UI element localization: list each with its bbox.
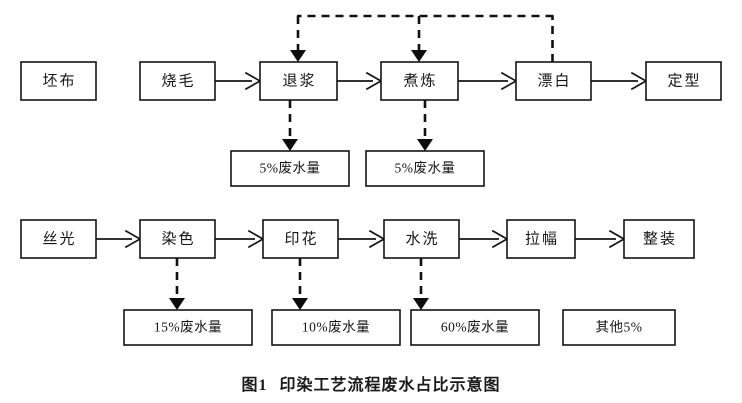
figure-caption-title: 印染工艺流程废水占比示意图 (279, 377, 501, 394)
waste-other[interactable]: 其他5% (562, 309, 676, 346)
waste-shuixi-label: 60%废水量 (441, 320, 509, 335)
node-shuixi[interactable]: 水洗 (383, 219, 460, 259)
waste-tuijiang-box[interactable] (230, 150, 350, 187)
node-dingxing[interactable]: 定型 (645, 61, 722, 101)
node-zhengzhuang[interactable]: 整装 (623, 219, 695, 259)
node-shaomao-label: 烧毛 (161, 72, 195, 89)
waste-zhulian[interactable]: 5%废水量 (365, 150, 485, 187)
waste-ranse[interactable]: 15%废水量 (123, 309, 253, 346)
waste-shuixi[interactable]: 60%废水量 (410, 309, 540, 346)
node-yinhua[interactable]: 印花 (262, 219, 339, 259)
row1-waste-connectors (282, 100, 433, 151)
waste-arrowhead-shuixi (413, 298, 429, 310)
node-ranse-label: 染色 (161, 230, 195, 247)
node-siguang[interactable]: 丝光 (20, 219, 97, 259)
node-ranse[interactable]: 染色 (139, 219, 216, 259)
waste-tuijiang[interactable]: 5%废水量 (230, 150, 350, 187)
figure-caption-number: 图1 (241, 377, 268, 394)
node-shaomao[interactable]: 烧毛 (139, 61, 216, 101)
node-piaobai[interactable]: 漂白 (515, 61, 592, 101)
waste-zhulian-label: 5%废水量 (395, 161, 456, 176)
node-zhengzhuang-label: 整装 (643, 230, 677, 247)
node-piaobai-box[interactable] (515, 61, 592, 101)
waste-tuijiang-label: 5%废水量 (260, 161, 321, 176)
node-lafu-box[interactable] (506, 219, 576, 259)
node-pifu-box[interactable] (20, 61, 97, 101)
waste-yinhua-box[interactable] (271, 309, 401, 346)
waste-other-label: 其他5% (596, 320, 643, 335)
waste-arrowhead-ranse (169, 298, 185, 310)
recycle-arrowhead-zhulian (411, 50, 427, 62)
node-zhulian-label: 煮炼 (403, 72, 437, 89)
waste-arrowhead-tuijiang (282, 139, 298, 151)
node-yinhua-box[interactable] (262, 219, 339, 259)
figure-caption: 图1 印染工艺流程废水占比示意图 (0, 371, 742, 395)
node-piaobai-label: 漂白 (537, 72, 571, 89)
node-siguang-label: 丝光 (42, 230, 76, 247)
node-zhulian-box[interactable] (380, 61, 459, 101)
node-pifu[interactable]: 坯布 (20, 61, 97, 101)
waste-yinhua-label: 10%废水量 (302, 320, 370, 335)
waste-ranse-box[interactable] (123, 309, 253, 346)
node-lafu[interactable]: 拉幅 (506, 219, 576, 259)
waste-other-box[interactable] (562, 309, 676, 346)
node-tuijiang-label: 退浆 (282, 71, 316, 89)
node-siguang-box[interactable] (20, 219, 97, 259)
waste-ranse-label: 15%废水量 (154, 320, 222, 335)
waste-shuixi-box[interactable] (410, 309, 540, 346)
row2-waste-connectors (169, 258, 429, 310)
node-shuixi-box[interactable] (383, 219, 460, 259)
node-zhulian[interactable]: 煮炼 (380, 61, 459, 101)
node-shaomao-box[interactable] (139, 61, 216, 101)
waste-zhulian-box[interactable] (365, 150, 485, 187)
node-pifu-label: 坯布 (42, 72, 76, 89)
waste-yinhua[interactable]: 10%废水量 (271, 309, 401, 346)
waste-arrowhead-zhulian (417, 139, 433, 151)
node-tuijiang[interactable]: 退浆 (259, 61, 338, 101)
node-yinhua-label: 印花 (284, 230, 318, 247)
recycle-arrowhead-tuijiang (290, 50, 306, 62)
node-shuixi-label: 水洗 (405, 230, 439, 247)
row1-connectors (215, 71, 648, 91)
node-ranse-box[interactable] (139, 219, 216, 259)
node-tuijiang-box[interactable] (259, 61, 338, 101)
waste-arrowhead-yinhua (292, 298, 308, 310)
node-dingxing-label: 定型 (667, 72, 701, 89)
node-zhengzhuang-box[interactable] (623, 219, 695, 259)
node-dingxing-box[interactable] (645, 61, 722, 101)
node-lafu-label: 拉幅 (525, 230, 559, 247)
dashed-recycle-bus (290, 14, 554, 62)
